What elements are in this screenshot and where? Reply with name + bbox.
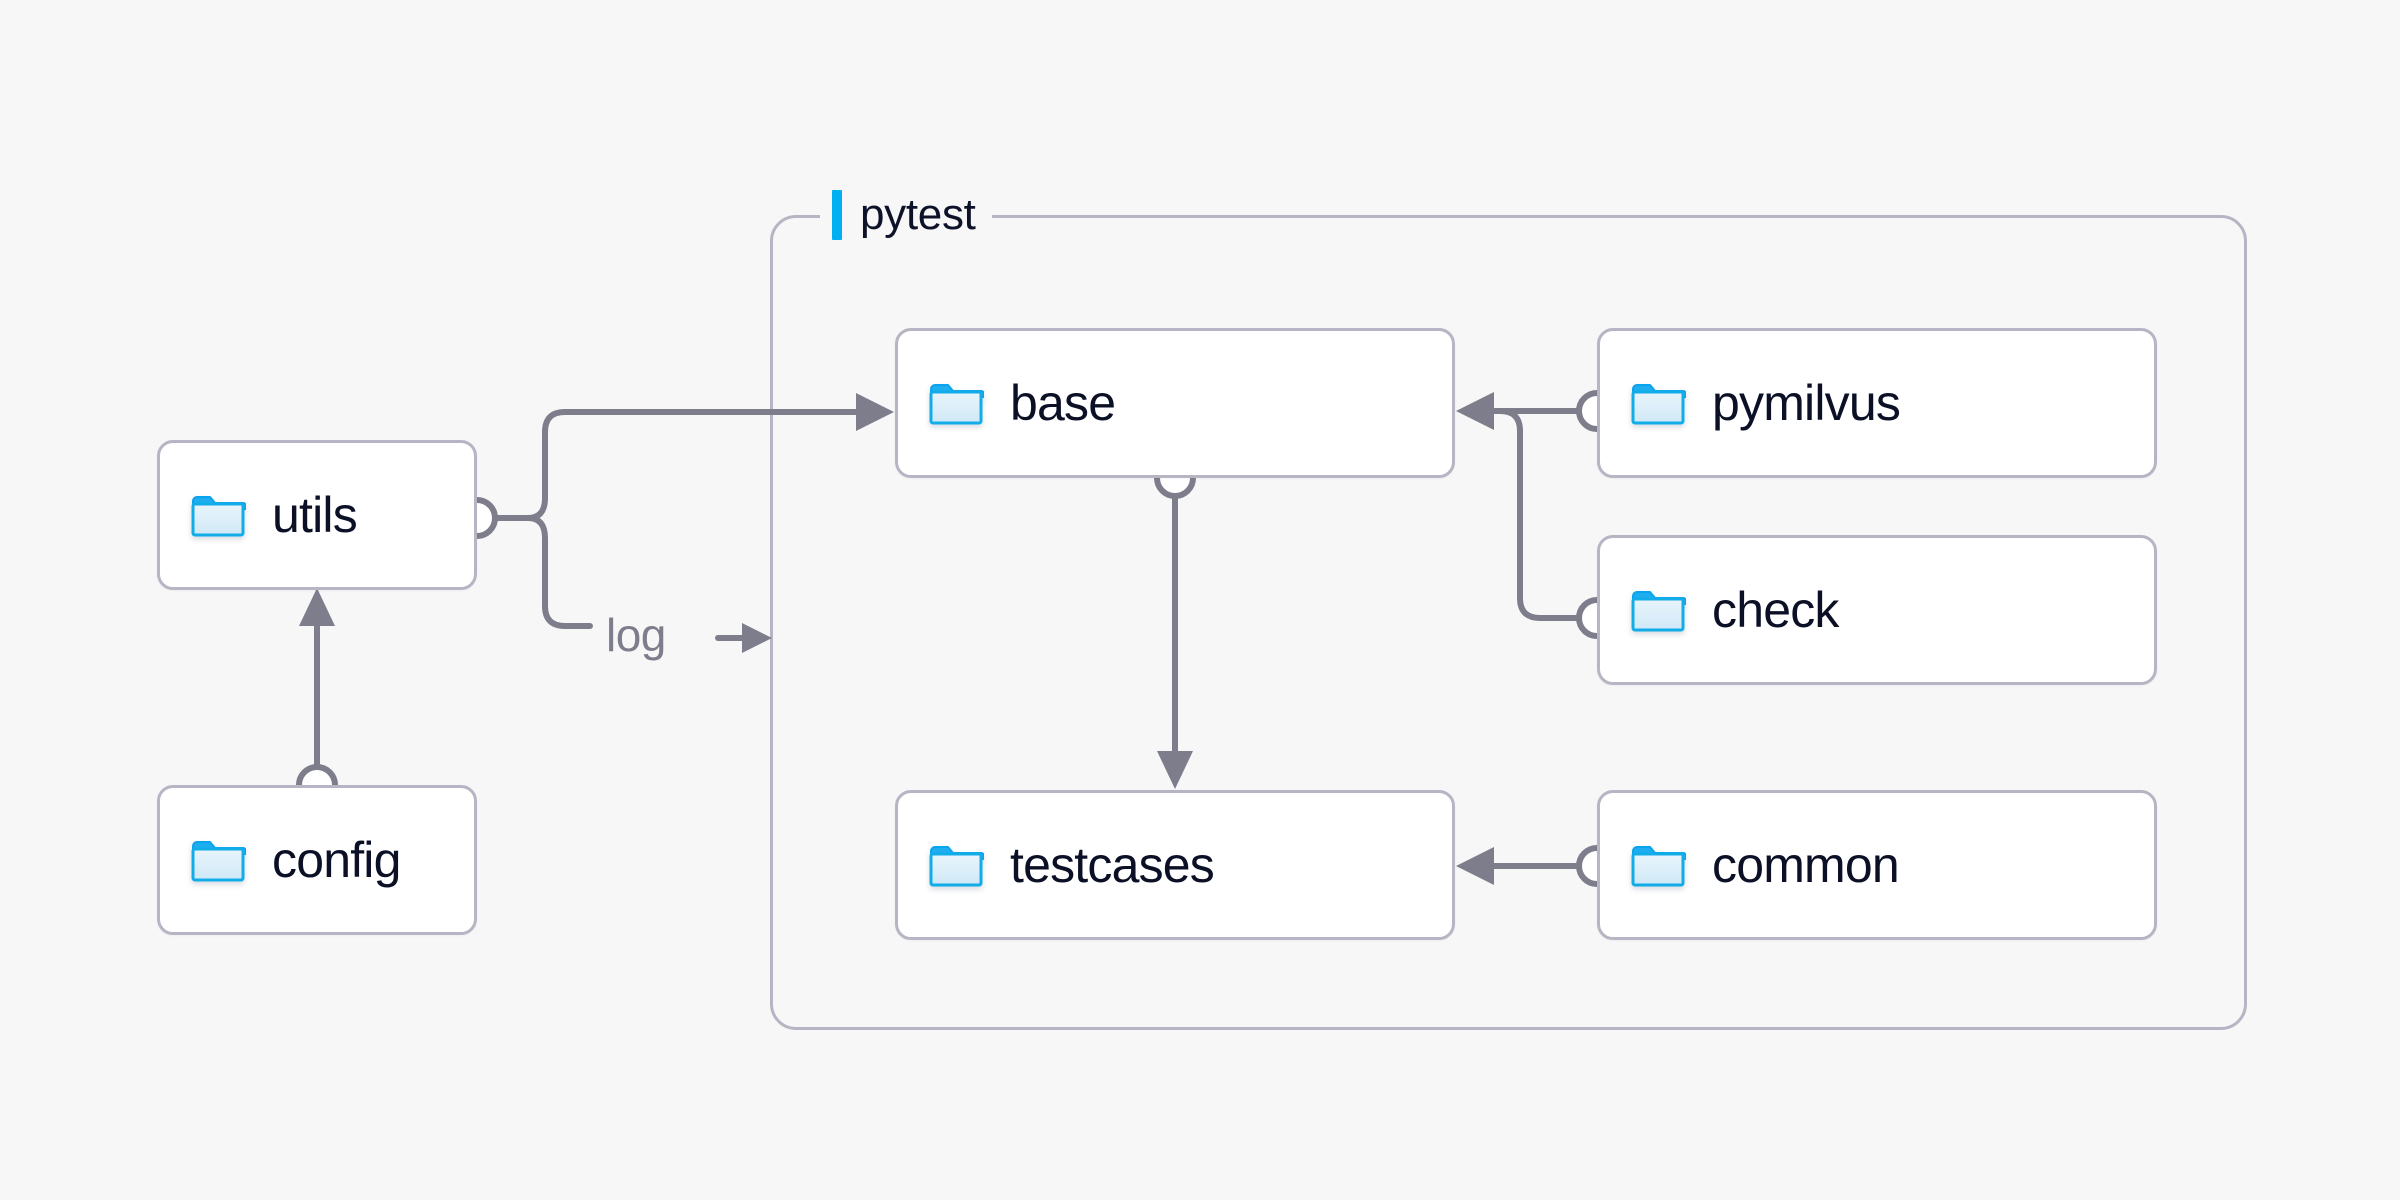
- node-label-testcases: testcases: [1010, 837, 1215, 893]
- node-check[interactable]: check: [1597, 535, 2157, 685]
- node-config[interactable]: config: [157, 785, 477, 935]
- folder-icon: [191, 496, 246, 537]
- node-content: testcases: [898, 837, 1215, 893]
- edge-config-to-utils: [296, 588, 338, 806]
- node-content: base: [898, 375, 1116, 431]
- node-content: config: [160, 835, 401, 885]
- group-container-pytest[interactable]: [770, 215, 2247, 1030]
- group-accent-bar-icon: [832, 190, 842, 240]
- node-label-check: check: [1712, 582, 1839, 638]
- node-content: utils: [160, 487, 358, 543]
- node-label-pymilvus: pymilvus: [1712, 375, 1901, 431]
- arrow-head-icon: [742, 623, 772, 653]
- arrow-head-icon: [299, 588, 335, 626]
- folder-icon: [191, 841, 246, 882]
- node-base[interactable]: base: [895, 328, 1455, 478]
- node-utils[interactable]: utils: [157, 440, 477, 590]
- folder-icon: [1631, 384, 1686, 425]
- edge-label-log: log: [606, 609, 666, 661]
- node-content: check: [1600, 585, 1839, 635]
- node-content: common: [1600, 837, 1900, 893]
- node-label-utils: utils: [272, 487, 358, 543]
- node-label-config: config: [272, 832, 401, 888]
- node-testcases[interactable]: testcases: [895, 790, 1455, 940]
- node-content: pymilvus: [1600, 375, 1901, 431]
- folder-icon: [1631, 846, 1686, 887]
- node-pymilvus[interactable]: pymilvus: [1597, 328, 2157, 478]
- node-common[interactable]: common: [1597, 790, 2157, 940]
- folder-icon: [1631, 591, 1686, 632]
- folder-icon: [929, 846, 984, 887]
- node-label-common: common: [1712, 837, 1900, 893]
- edge-line-utils-log: [525, 515, 593, 629]
- group-label-pytest[interactable]: pytest: [820, 188, 992, 242]
- node-label-base: base: [1010, 375, 1116, 431]
- group-label-text: pytest: [860, 190, 976, 239]
- folder-icon: [929, 384, 984, 425]
